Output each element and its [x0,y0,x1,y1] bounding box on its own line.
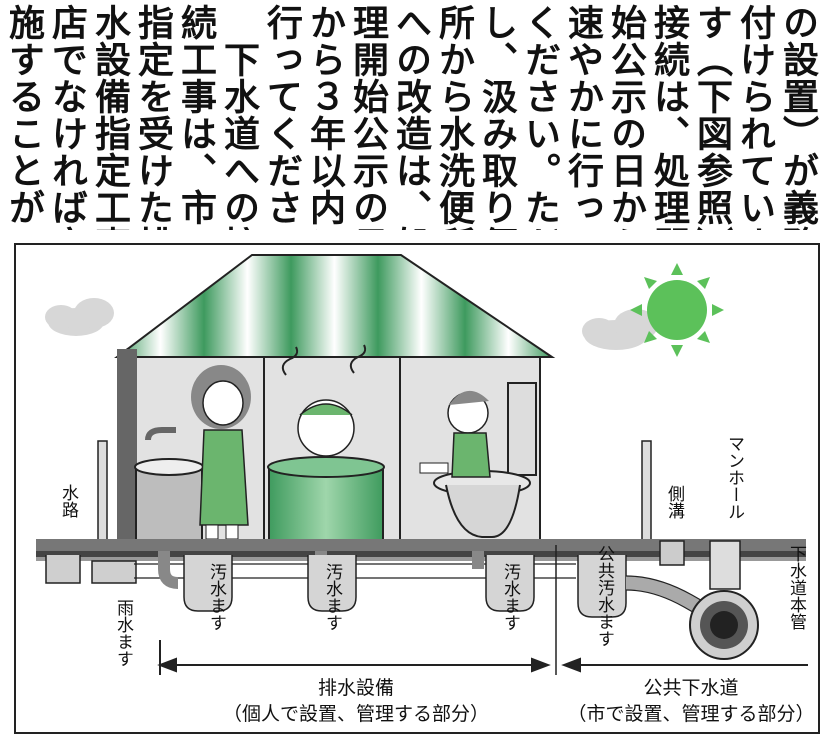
label-osui-masu: 汚水ます [322,563,342,631]
osui-masu [183,555,233,612]
sun-icon [630,263,724,357]
post [97,440,108,544]
text-column: 施することがで [3,4,45,230]
illustration-drawing [36,254,808,675]
public-section-subtitle: （市で設置、管理する部分） [567,703,815,725]
manhole [689,540,759,660]
private-section-caption: 排水設備 （個人で設置、管理する部分） [166,675,546,727]
text-column: への改造は、処 [390,4,432,230]
side-ditch [659,540,685,566]
text-column: 下水道への接 [218,4,260,230]
public-section-caption: 公共下水道 （市で設置、管理する部分） [564,675,818,727]
text-column: 所から水洗便所 [433,4,475,230]
ground [36,539,806,561]
waterway [45,555,137,584]
text-column: ください。ただ [519,4,561,230]
sewer-connection-illustration: 水路 雨水ます 汚水ます 汚水ます 汚水ます 公共汚水ます 側溝 マンホール 下… [14,243,820,734]
label-osui-masu: 汚水ます [206,563,226,631]
public-span-arrow [561,657,808,673]
label-manhole: マンホール [724,435,744,520]
public-section-title: 公共下水道 [643,677,739,699]
body-text: の設置）が義務 付けられていま す（下図参照）。 接続は、処理開 始公示の日から… [0,0,830,232]
text-column: 行ってください。 [261,4,303,230]
public-osui-masu [577,555,627,618]
label-sokko: 側溝 [664,485,684,519]
cloud-icon [582,309,658,350]
sink [134,427,204,544]
osui-masu [307,555,357,612]
label-suiro: 水路 [58,484,78,518]
bathtub [267,456,385,544]
label-osui-masu: 汚水ます [500,563,520,631]
label-gesuido-honkan: 下水道本管 [786,545,806,630]
cloud-icon [45,298,114,336]
text-column: す（下図参照）。 [691,4,733,230]
text-column: 続工事は、市の [175,4,217,230]
text-column: 理開始公示の日 [347,4,389,230]
text-column: 店でなければ実 [46,4,88,230]
text-column: の設置）が義務 [777,4,819,230]
text-column: 接続は、処理開 [648,4,690,230]
osui-masu [485,555,535,612]
woman-figure [191,365,251,540]
text-column: 指定を受けた排 [132,4,174,230]
public-drain-pipe [625,575,721,624]
girl-figure [419,390,491,478]
label-usui-masu: 雨水ます [113,599,133,667]
text-column: 始公示の日から [605,4,647,230]
text-column: 付けられていま [734,4,776,230]
label-public-osui-masu: 公共汚水ます [594,545,614,647]
text-column: から３年以内に [304,4,346,230]
post [641,440,652,544]
private-span-arrow [157,640,551,675]
private-section-subtitle: （個人で設置、管理する部分） [222,703,489,725]
text-column: 水設備指定工事 [89,4,131,230]
man-figure [281,344,367,457]
text-column: 速やかに行って [562,4,604,230]
text-column: し、汲み取り便 [476,4,518,230]
private-section-title: 排水設備 [317,677,394,699]
toilet [433,382,537,538]
